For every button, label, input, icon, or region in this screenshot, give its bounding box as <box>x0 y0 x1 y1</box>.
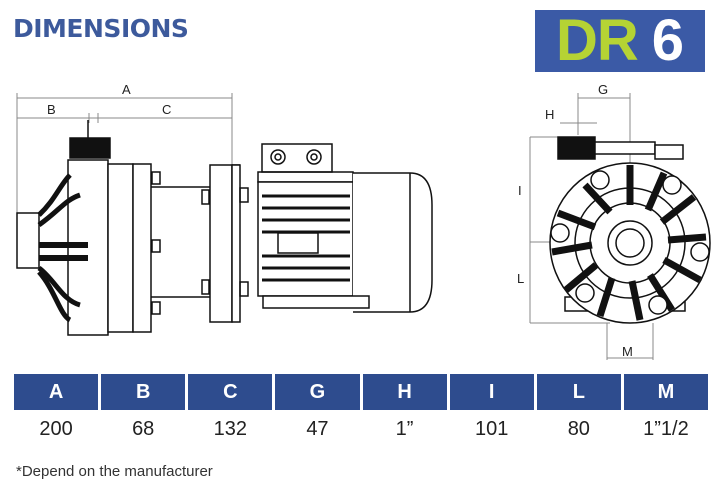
value-h: 1” <box>395 418 414 440</box>
dim-label-h: H <box>545 107 554 122</box>
model-prefix: DR <box>555 8 639 73</box>
column-header-m: M <box>623 374 708 410</box>
coupling-housing <box>151 164 249 323</box>
pump-front-view <box>549 136 711 324</box>
value-c: 132 <box>213 418 247 440</box>
dim-label-m: M <box>622 344 633 359</box>
pump-technical-drawing: A B C G H I L M <box>16 82 711 360</box>
column-header-i: I <box>449 374 534 410</box>
value-a: 200 <box>39 418 73 440</box>
value-g: 47 <box>306 418 329 440</box>
dim-label-a: A <box>122 82 131 97</box>
dim-label-b: B <box>47 102 56 117</box>
dim-label-l: L <box>517 271 524 286</box>
column-header-b: B <box>101 374 186 410</box>
value-m: 1”1/2 <box>643 418 689 440</box>
footnote: *Depend on the manufacturer <box>16 463 213 480</box>
dimensions-table: A B C G H I L M 200 68 132 47 1” 101 80 … <box>14 374 708 441</box>
column-header-a: A <box>14 374 99 410</box>
column-header-c: C <box>188 374 273 410</box>
table-value-row: 200 68 132 47 1” 101 80 1”1/2 <box>14 418 708 441</box>
model-number: 6 <box>651 8 685 73</box>
page-title: DIMENSIONS <box>13 14 189 43</box>
electric-motor <box>257 143 433 313</box>
dim-label-c: C <box>162 102 171 117</box>
dim-label-i: I <box>518 183 522 198</box>
column-header-h: H <box>362 374 447 410</box>
model-badge: DR 6 <box>535 10 705 72</box>
table-header-row: A B C G H I L M <box>14 374 708 410</box>
value-l: 80 <box>567 418 590 440</box>
value-i: 101 <box>475 418 509 440</box>
value-b: 68 <box>132 418 155 440</box>
dimension-lines-side <box>16 93 233 213</box>
pump-head <box>16 137 161 336</box>
column-header-l: L <box>536 374 621 410</box>
column-header-g: G <box>275 374 360 410</box>
dim-label-g: G <box>598 82 608 97</box>
